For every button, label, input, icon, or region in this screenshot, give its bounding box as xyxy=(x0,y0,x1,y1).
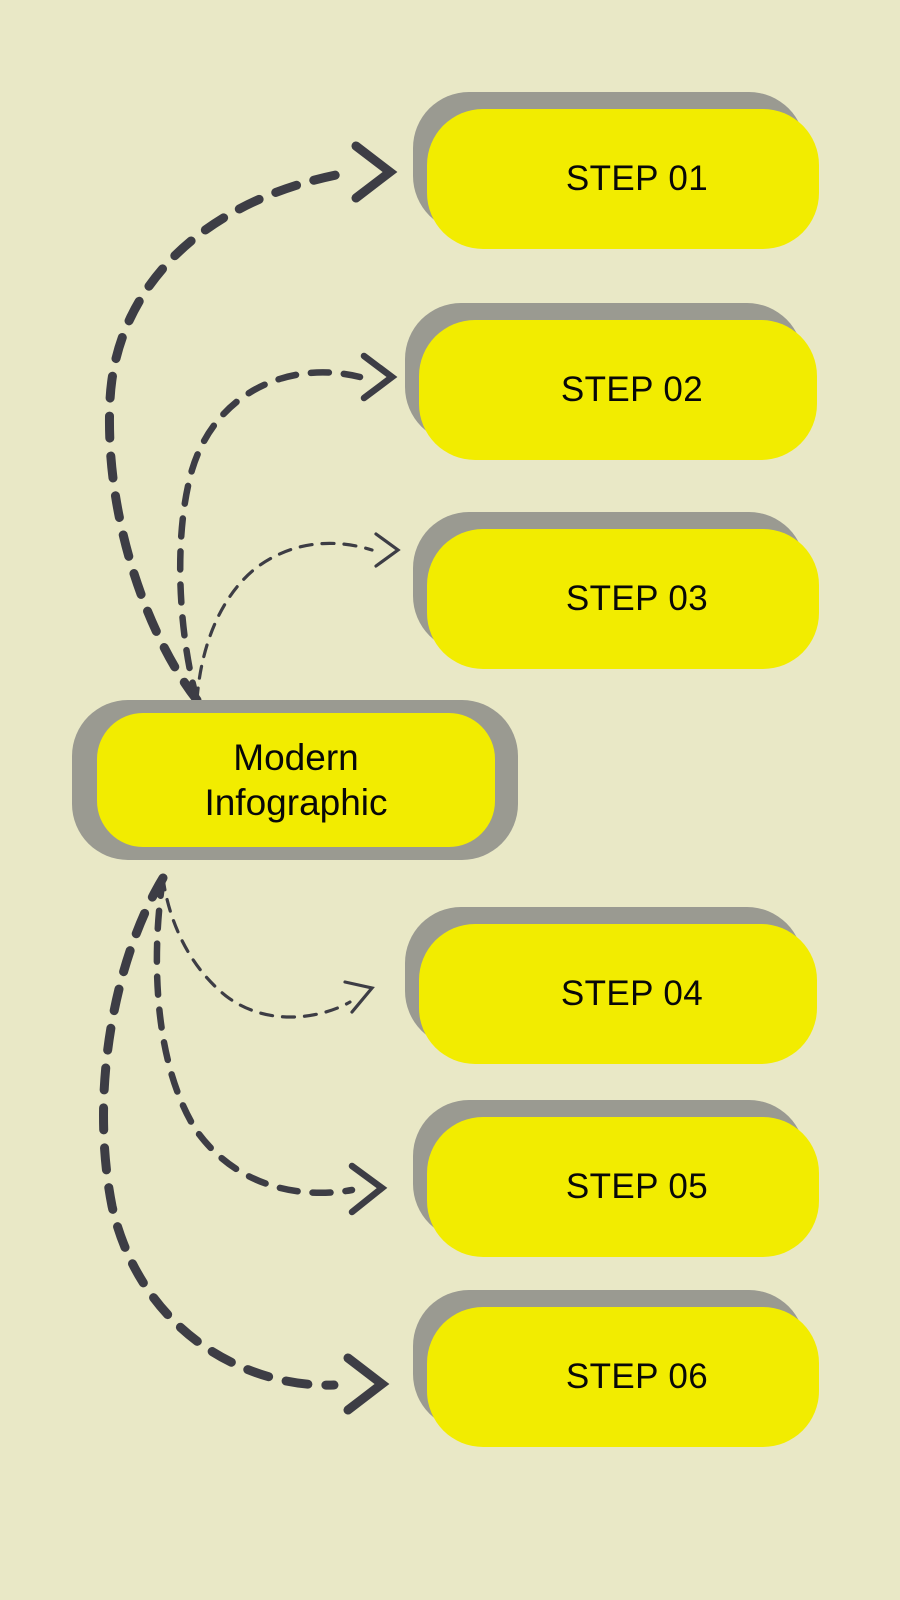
arrow-to-step-04 xyxy=(161,876,375,1019)
step-card-06[interactable]: STEP 06 xyxy=(413,1290,819,1447)
step-card-face: STEP 03 xyxy=(427,529,819,669)
arrow-to-step-03 xyxy=(195,532,401,702)
step-card-03[interactable]: STEP 03 xyxy=(413,512,819,669)
step-card-face: STEP 05 xyxy=(427,1117,819,1257)
step-card-label: STEP 06 xyxy=(565,1357,709,1396)
arrow-to-step-05 xyxy=(153,874,388,1216)
center-node-face: Modern Infographic xyxy=(97,713,495,847)
step-card-face: STEP 06 xyxy=(427,1307,819,1447)
step-card-01[interactable]: STEP 01 xyxy=(413,92,819,249)
step-card-label: STEP 02 xyxy=(560,370,704,409)
step-card-02[interactable]: STEP 02 xyxy=(405,303,817,460)
step-card-face: STEP 01 xyxy=(427,109,819,249)
step-card-05[interactable]: STEP 05 xyxy=(413,1100,819,1257)
arrow-to-step-01 xyxy=(104,141,398,705)
step-card-face: STEP 02 xyxy=(419,320,817,460)
step-card-label: STEP 03 xyxy=(565,579,709,618)
step-card-label: STEP 05 xyxy=(565,1167,709,1206)
center-node[interactable]: Modern Infographic xyxy=(72,700,518,860)
step-card-04[interactable]: STEP 04 xyxy=(405,907,817,1064)
step-card-label: STEP 04 xyxy=(560,974,704,1013)
center-node-title: Modern Infographic xyxy=(204,736,388,823)
arrow-to-step-02 xyxy=(176,352,398,704)
arrow-to-step-06 xyxy=(99,873,390,1415)
step-card-label: STEP 01 xyxy=(565,159,709,198)
step-card-face: STEP 04 xyxy=(419,924,817,1064)
